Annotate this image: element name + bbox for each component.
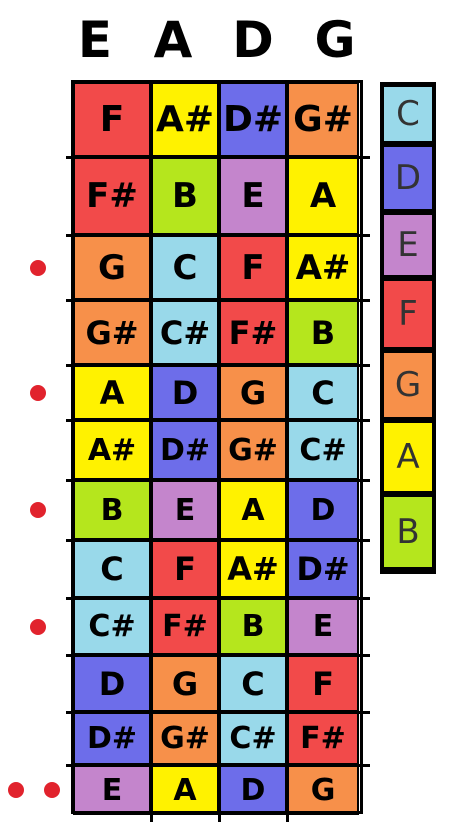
note-cell-e-fret-1: F — [73, 82, 151, 157]
fret-marker-dot — [30, 384, 46, 401]
note-cell-d-fret-11: C# — [219, 712, 287, 765]
fret-line — [66, 364, 370, 367]
note-cell-d-fret-2: E — [219, 157, 287, 235]
fret-line — [66, 479, 370, 482]
fretboard-border — [71, 80, 363, 814]
note-cell-a-fret-1: A# — [151, 82, 219, 157]
fret-line — [66, 234, 370, 237]
note-cell-e-fret-7: B — [73, 480, 151, 540]
legend-note-a: A — [381, 420, 435, 494]
string-label-e: E — [77, 11, 113, 69]
note-cell-a-fret-7: E — [151, 480, 219, 540]
fret-line — [66, 539, 370, 542]
note-cell-a-fret-9: F# — [151, 598, 219, 655]
note-cell-a-fret-8: F — [151, 540, 219, 598]
string-line — [150, 812, 153, 822]
note-cell-g-fret-10: F — [287, 655, 359, 712]
legend-note-f: F — [381, 278, 435, 350]
note-cell-g-fret-2: A — [287, 157, 359, 235]
note-cell-e-fret-2: F# — [73, 157, 151, 235]
note-cell-d-fret-12: D — [219, 765, 287, 815]
note-cell-a-fret-3: C — [151, 235, 219, 300]
note-cell-d-fret-4: F# — [219, 300, 287, 365]
string-label-g: G — [314, 11, 356, 69]
note-cell-g-fret-12: G — [287, 765, 359, 815]
fret-line — [66, 654, 370, 657]
string-line — [286, 812, 289, 822]
fret-marker-dot — [44, 782, 60, 798]
note-cell-a-fret-2: B — [151, 157, 219, 235]
fret-marker-dot — [30, 502, 46, 518]
note-cell-g-fret-6: C# — [287, 420, 359, 480]
note-cell-d-fret-7: A — [219, 480, 287, 540]
legend-note-g: G — [381, 350, 435, 420]
fret-line — [66, 299, 370, 302]
fret-line — [66, 156, 370, 159]
fret-line — [66, 597, 370, 600]
legend-note-c: C — [381, 84, 435, 144]
note-cell-d-fret-3: F — [219, 235, 287, 300]
fret-marker-dot — [30, 259, 46, 276]
legend-note-e: E — [381, 212, 435, 278]
note-cell-a-fret-12: A — [151, 765, 219, 815]
fret-marker-dot — [30, 618, 46, 635]
string-label-d: D — [232, 11, 274, 69]
fret-line — [66, 419, 370, 422]
note-cell-e-fret-9: C# — [73, 598, 151, 655]
note-cell-d-fret-6: G# — [219, 420, 287, 480]
note-cell-e-fret-12: E — [73, 765, 151, 815]
note-cell-a-fret-11: G# — [151, 712, 219, 765]
legend-note-d: D — [381, 144, 435, 212]
note-cell-g-fret-3: A# — [287, 235, 359, 300]
note-cell-e-fret-5: A — [73, 365, 151, 420]
string-label-a: A — [153, 11, 193, 69]
note-cell-d-fret-5: G — [219, 365, 287, 420]
fret-marker-dot — [8, 782, 24, 798]
fret-line — [66, 764, 370, 767]
string-line — [218, 812, 221, 822]
fret-line — [66, 711, 370, 714]
note-cell-g-fret-11: F# — [287, 712, 359, 765]
legend-note-b: B — [381, 494, 435, 570]
